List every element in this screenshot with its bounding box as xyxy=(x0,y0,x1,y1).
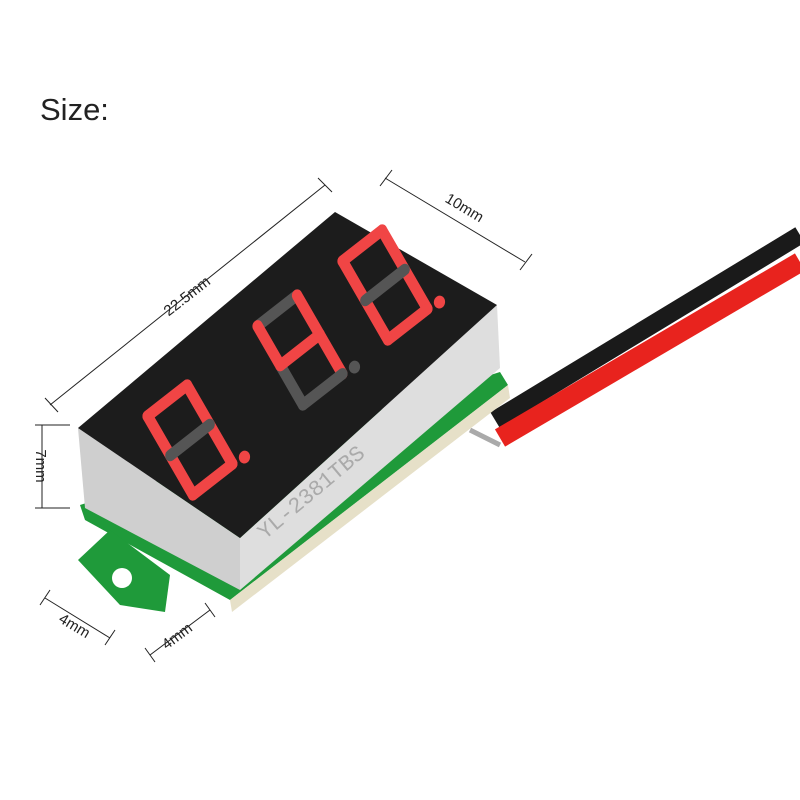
size-heading: Size: xyxy=(40,92,109,127)
mounting-hole xyxy=(112,568,132,588)
segment-f xyxy=(337,255,371,307)
housing-short-side xyxy=(78,428,240,590)
wires xyxy=(468,227,800,448)
segment-e xyxy=(275,359,309,411)
segment-a xyxy=(337,224,388,267)
segment-a xyxy=(252,289,303,332)
decimal-point xyxy=(433,295,446,309)
segment-c xyxy=(314,328,348,380)
segment-e xyxy=(165,449,199,501)
seven-segment-display xyxy=(142,224,446,501)
segment-d xyxy=(297,368,348,411)
segment-c xyxy=(399,263,433,315)
segment-g xyxy=(360,263,410,307)
tab-width-label: 4mm xyxy=(56,610,93,642)
segment-b xyxy=(181,379,215,431)
segment-f xyxy=(142,410,176,462)
decimal-point xyxy=(238,450,251,464)
segment-c xyxy=(204,418,238,470)
housing-long-side xyxy=(240,305,500,590)
segment-f xyxy=(252,320,286,372)
segment-e xyxy=(360,294,394,346)
segment-b xyxy=(291,289,325,341)
digit xyxy=(252,289,361,411)
segment-b xyxy=(376,224,410,276)
width-label: 10mm xyxy=(442,190,486,226)
digit xyxy=(337,224,446,346)
dimension-lines xyxy=(35,169,533,663)
segment-g xyxy=(275,328,325,372)
digit xyxy=(142,379,251,501)
length-label: 22.5mm xyxy=(161,273,214,320)
segment-a xyxy=(142,379,193,422)
segment-g xyxy=(165,418,215,462)
segment-d xyxy=(382,303,433,346)
decimal-point xyxy=(348,360,361,374)
height-label: 7mm xyxy=(32,449,49,482)
segment-d xyxy=(187,458,238,501)
